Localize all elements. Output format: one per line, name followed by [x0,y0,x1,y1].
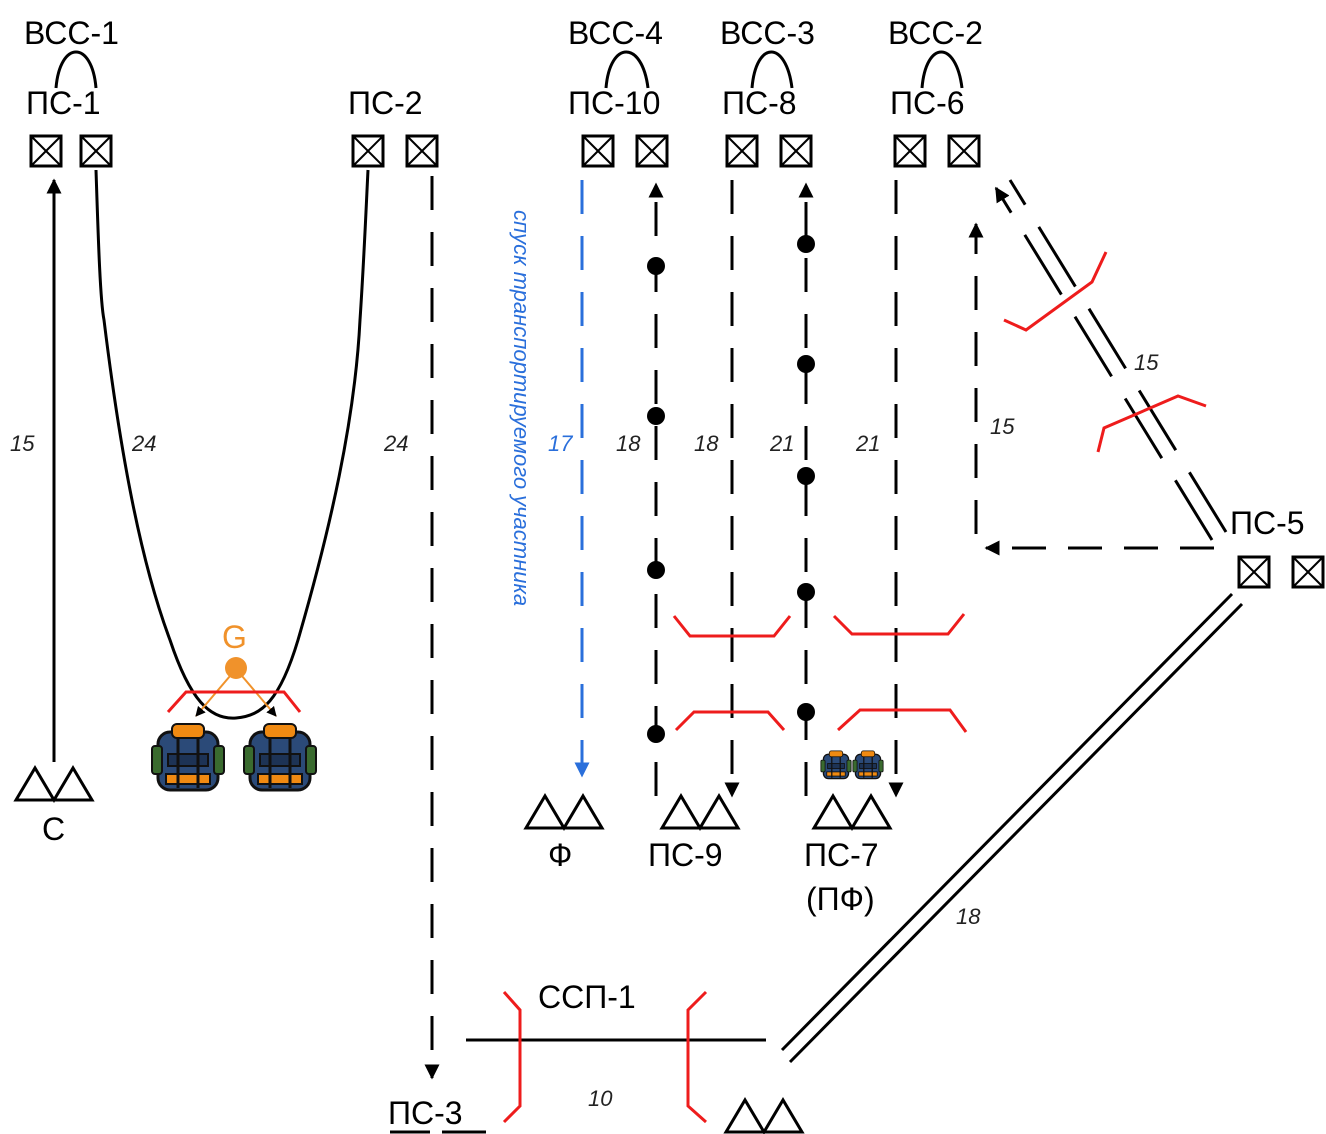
protection-ssp1-right [686,990,708,1124]
vss4-loop [604,50,650,89]
ps5-anchor-left [1237,555,1271,589]
dist-21-a: 21 [769,431,794,456]
protection-diag-bottom [1096,394,1207,453]
ps6-anchor-right [947,134,981,168]
label-start: С [42,811,65,847]
dist-10: 10 [588,1086,613,1111]
ps8-anchor-right [779,134,813,168]
mount-start [14,766,94,802]
mount-bottom [724,1098,804,1134]
load-g-point [225,657,247,679]
ps5-anchor-right [1291,555,1325,589]
intermediate-point-4 [647,725,665,743]
intermediate-point-3 [647,561,665,579]
double-rope-diag-b [788,602,1244,1064]
protection-ssp1-left [502,991,522,1124]
dist-24-b: 24 [383,431,408,456]
dist-15-mid: 15 [990,414,1015,439]
label-vss3: ВСС-3 [720,15,815,51]
ps1-anchor-right [79,134,113,168]
label-finish: Ф [548,837,572,873]
ps1-anchor-left [29,134,63,168]
label-vss1: ВСС-1 [24,15,119,51]
pack-left [150,722,226,792]
protection-diag-top [1003,251,1108,332]
dist-15-left: 15 [10,431,35,456]
ps2-anchor-left [351,134,385,168]
label-ps1: ПС-1 [26,85,101,121]
label-ps3: ПС-3 [388,1095,463,1131]
mount-ps9 [660,794,740,830]
load-line-right [241,675,277,717]
intermediate-point-1 [647,257,665,275]
ps2-anchor-right [405,134,439,168]
intermediate-point-6 [797,355,815,373]
dist-18-diag: 18 [956,904,981,929]
label-ps9: ПС-9 [648,837,723,873]
ps8-anchor-left [725,134,759,168]
ps6-anchor-left [893,134,927,168]
pack-right [242,722,318,792]
intermediate-point-7 [797,467,815,485]
load-line-left [195,675,231,717]
protection-ps9-top [672,615,792,638]
label-ps7-sub: (ПФ) [806,881,875,917]
label-ps2: ПС-2 [348,85,423,121]
small-packs [820,750,884,780]
vss1-loop [54,50,98,89]
dist-21-b: 21 [855,431,880,456]
ps10-anchor-left [581,134,615,168]
label-ps6: ПС-6 [890,85,965,121]
dist-24-a: 24 [131,431,156,456]
vss3-loop [750,50,794,89]
intermediate-point-9 [797,703,815,721]
label-g: G [222,619,247,655]
protection-ps9-bottom [674,710,786,732]
intermediate-point-5 [797,235,815,253]
ps10-anchor-right [635,134,669,168]
label-vss2: ВСС-2 [888,15,983,51]
dist-17: 17 [548,431,573,456]
mount-finish [524,794,604,830]
dist-18-b: 18 [694,431,719,456]
label-ps8: ПС-8 [722,85,797,121]
protection-ps7-bottom [836,708,968,733]
dist-15-right: 15 [1134,350,1159,375]
mount-ps7 [812,794,892,830]
vss2-loop [920,50,964,89]
label-ps10: ПС-10 [568,85,660,121]
dist-18-a: 18 [616,431,641,456]
double-rope-ps5-ps6-b [1008,179,1228,533]
label-vss4: ВСС-4 [568,15,663,51]
protection-sag [166,690,302,714]
intermediate-point-8 [797,583,815,601]
double-rope-ps5-ps6-a [994,186,1214,541]
intermediate-point-2 [647,407,665,425]
label-descent: спуск транспортируемого участника [509,210,534,606]
label-ps7: ПС-7 [804,837,879,873]
label-ssp1: ССП-1 [538,979,636,1015]
rope-traverse-sag [94,169,370,720]
protection-ps7-top [832,613,966,636]
double-rope-diag-a [780,592,1234,1052]
label-ps5: ПС-5 [1230,505,1305,541]
